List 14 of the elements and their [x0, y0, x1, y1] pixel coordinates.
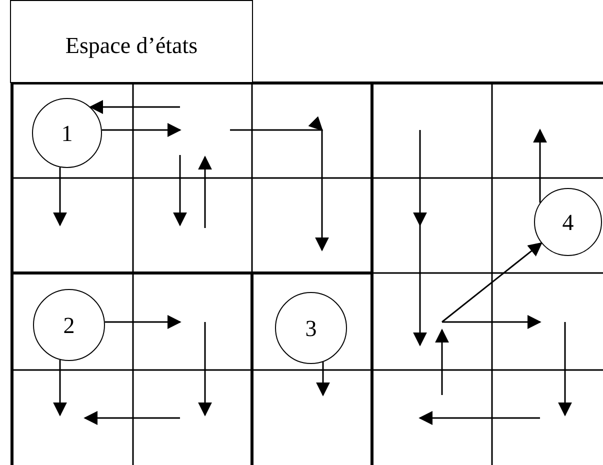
state-number: 4 [562, 210, 574, 234]
title-box [10, 0, 253, 83]
arrow [104, 315, 182, 329]
arrow [53, 167, 67, 226]
arrow [533, 128, 547, 203]
arrow [89, 100, 180, 114]
title-text: Espace d’états [65, 34, 198, 57]
arrow [53, 360, 67, 416]
state-number: 3 [305, 316, 317, 340]
arrow [316, 362, 330, 396]
state-number: 2 [63, 314, 75, 336]
arrow [102, 123, 182, 137]
arrow [442, 242, 542, 323]
state-number: 1 [61, 122, 73, 144]
